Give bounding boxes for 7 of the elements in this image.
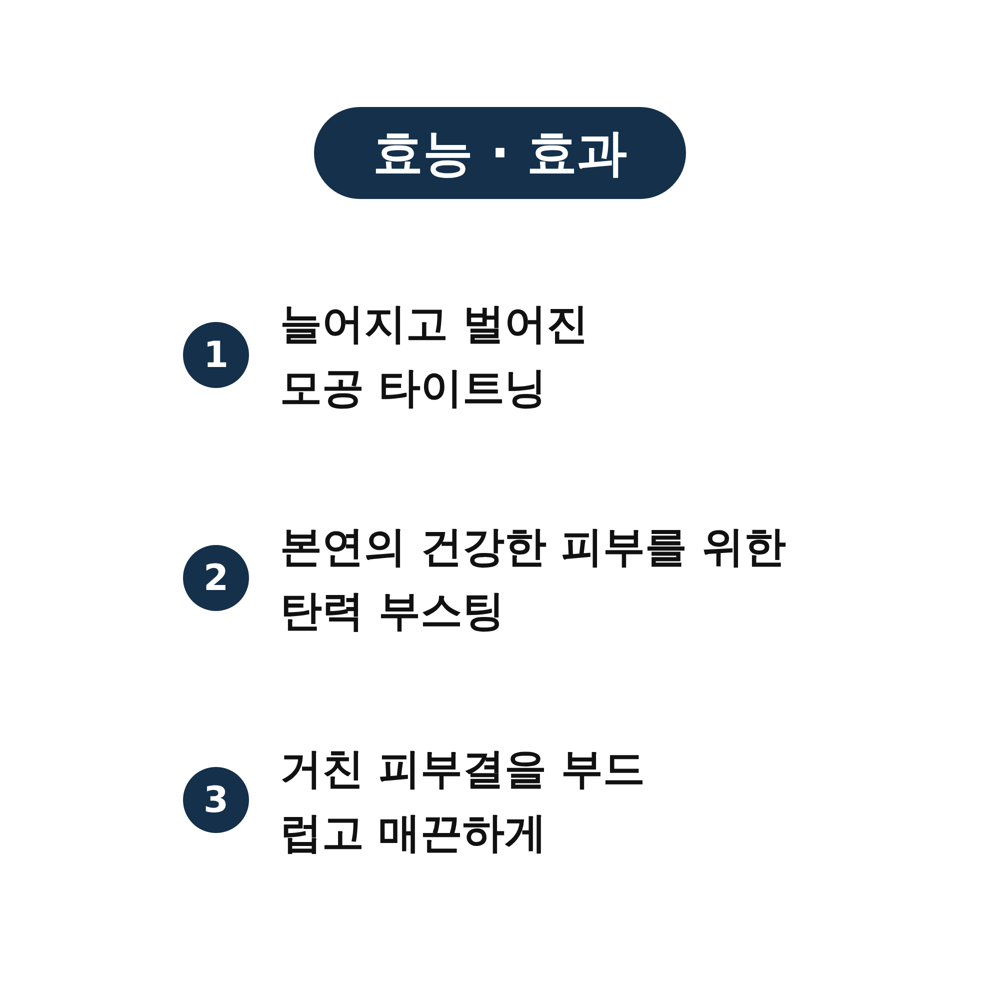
title-badge: 효능 · 효과 — [314, 107, 686, 199]
number-circle: 1 — [183, 322, 249, 388]
number-circle: 2 — [183, 545, 249, 611]
item-text: 본연의 건강한 피부를 위한 탄력 부스팅 — [280, 521, 787, 637]
item-text: 거친 피부결을 부드럽고 매끈하게 — [280, 743, 646, 859]
number-circle: 3 — [183, 767, 249, 833]
item-text: 늘어지고 벌어진 모공 타이트닝 — [280, 298, 590, 414]
